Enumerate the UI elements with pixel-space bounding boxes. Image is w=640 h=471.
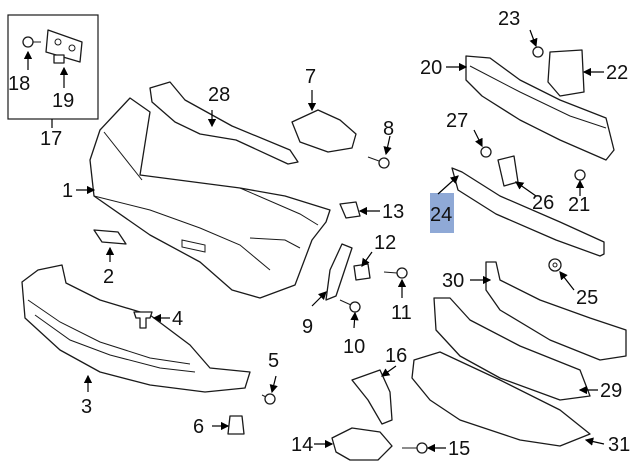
bracket-19-icon [45, 29, 83, 64]
cover-2-icon [93, 229, 127, 245]
callout-19: 19 [52, 90, 75, 112]
callout-15: 15 [448, 438, 471, 460]
absorber-30-icon [485, 261, 627, 361]
callout-23: 23 [498, 8, 521, 30]
callout-1: 1 [62, 180, 74, 202]
bolt-15-icon [402, 442, 428, 454]
retainer-13-icon [339, 201, 361, 219]
bracket-14-icon [331, 427, 393, 461]
callout-5: 5 [268, 350, 280, 372]
callout-2: 2 [103, 266, 115, 288]
nut-25-icon [548, 258, 562, 272]
bumper-cover-1-icon [89, 97, 331, 299]
callout-12: 12 [374, 232, 397, 254]
callout-6: 6 [193, 416, 205, 438]
inset-box-17 [7, 14, 99, 120]
clip-12-icon [353, 263, 371, 281]
callout-14: 14 [291, 434, 314, 456]
bolt-5-icon [261, 393, 276, 405]
callout-16: 16 [385, 345, 408, 367]
bracket-22-icon [547, 49, 585, 97]
bolt-8-icon [367, 156, 390, 169]
callout-21: 21 [568, 194, 591, 216]
absorber-29-icon [433, 297, 591, 401]
callout-29: 29 [600, 380, 623, 402]
callout-30: 30 [442, 270, 465, 292]
bracket-9-icon [325, 243, 353, 301]
bolt-18-icon [22, 36, 41, 48]
callout-13: 13 [382, 201, 405, 223]
bracket-28-icon [149, 81, 299, 165]
callout-24: 24 [430, 204, 453, 226]
bolt-10-icon [339, 299, 361, 313]
callout-26: 26 [532, 192, 555, 214]
undercover-31-icon [411, 351, 591, 447]
bolt-21-icon [574, 169, 586, 181]
callout-3: 3 [81, 396, 93, 418]
clip-4-icon [133, 311, 153, 329]
bracket-7-icon [291, 109, 357, 153]
callout-18: 18 [8, 73, 31, 95]
reinforcement-20-icon [465, 55, 615, 161]
callout-25: 25 [576, 287, 599, 309]
absorber-24-icon [451, 167, 605, 257]
clip-6-icon [227, 415, 245, 435]
callout-9: 9 [302, 316, 314, 338]
callout-22: 22 [606, 62, 629, 84]
callout-8: 8 [383, 118, 395, 140]
callout-27: 27 [446, 110, 469, 132]
callout-28: 28 [208, 84, 231, 106]
callout-17: 17 [40, 128, 63, 150]
bolt-23-icon [532, 46, 544, 58]
bolt-27-icon [480, 146, 492, 158]
highlight-callout-24 [430, 193, 454, 233]
callout-7: 7 [305, 66, 317, 88]
trim-16-icon [351, 369, 393, 425]
bolt-11-icon [383, 267, 408, 279]
callout-31: 31 [608, 434, 631, 456]
callout-20: 20 [420, 57, 443, 79]
callout-4: 4 [172, 308, 184, 330]
bracket-26-icon [497, 155, 519, 187]
callout-10: 10 [343, 336, 366, 358]
callout-11: 11 [391, 302, 412, 324]
lower-spoiler-3-icon [21, 264, 251, 393]
